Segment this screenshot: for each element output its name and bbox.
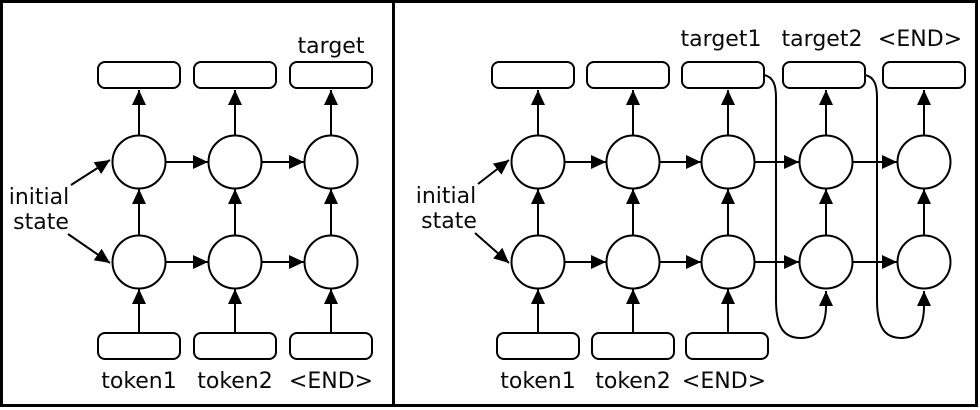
arrow-initial-state-top bbox=[70, 159, 111, 186]
rnn-cell bbox=[700, 134, 756, 190]
input-label: <END> bbox=[682, 369, 766, 394]
input-box bbox=[97, 332, 181, 360]
arrow-initial-state-bottom bbox=[67, 233, 111, 264]
target-label: <END> bbox=[878, 27, 962, 52]
input-box bbox=[685, 332, 769, 360]
arrow-initial-state-bottom bbox=[474, 232, 510, 264]
left-panel: initial state target token1 token2 <END> bbox=[9, 34, 373, 394]
initial-state-label-line2: state bbox=[13, 210, 69, 235]
input-label: <END> bbox=[289, 369, 373, 394]
output-box bbox=[681, 61, 765, 89]
target-label: target bbox=[298, 34, 365, 59]
arrow-initial-state-top bbox=[477, 159, 510, 185]
input-label: token2 bbox=[197, 369, 273, 394]
rnn-cell bbox=[207, 234, 263, 290]
output-box bbox=[97, 61, 181, 89]
input-box bbox=[193, 332, 277, 360]
rnn-cell bbox=[700, 234, 756, 290]
output-box bbox=[782, 61, 866, 89]
input-box bbox=[496, 332, 580, 360]
input-box bbox=[289, 332, 373, 360]
rnn-cell bbox=[798, 234, 854, 290]
right-panel: initial state target1 target2 <END> toke… bbox=[416, 27, 966, 394]
rnn-cell bbox=[510, 234, 566, 290]
rnn-cell bbox=[207, 134, 263, 190]
rnn-cell bbox=[605, 234, 661, 290]
rnn-cell bbox=[111, 234, 167, 290]
rnn-cell bbox=[303, 234, 359, 290]
rnn-cell bbox=[798, 134, 854, 190]
input-label: token1 bbox=[101, 369, 177, 394]
rnn-cell bbox=[111, 134, 167, 190]
output-box bbox=[289, 61, 373, 89]
rnn-cell bbox=[896, 234, 952, 290]
output-box bbox=[193, 61, 277, 89]
initial-state-label-line2: state bbox=[421, 209, 477, 234]
feedback-curve-target2 bbox=[864, 74, 931, 340]
target-label: target1 bbox=[681, 27, 762, 52]
input-label: token1 bbox=[500, 369, 576, 394]
initial-state-label-line1: initial bbox=[416, 184, 477, 209]
initial-state-label-line1: initial bbox=[9, 185, 70, 210]
input-box bbox=[591, 332, 675, 360]
output-box bbox=[882, 61, 966, 89]
target-label: target2 bbox=[782, 27, 863, 52]
output-box bbox=[491, 61, 575, 89]
rnn-cell bbox=[303, 134, 359, 190]
rnn-cell bbox=[510, 134, 566, 190]
rnn-cell bbox=[896, 134, 952, 190]
feedback-curve-target1 bbox=[763, 74, 833, 340]
rnn-cell bbox=[605, 134, 661, 190]
input-label: token2 bbox=[595, 369, 671, 394]
output-box bbox=[586, 61, 670, 89]
